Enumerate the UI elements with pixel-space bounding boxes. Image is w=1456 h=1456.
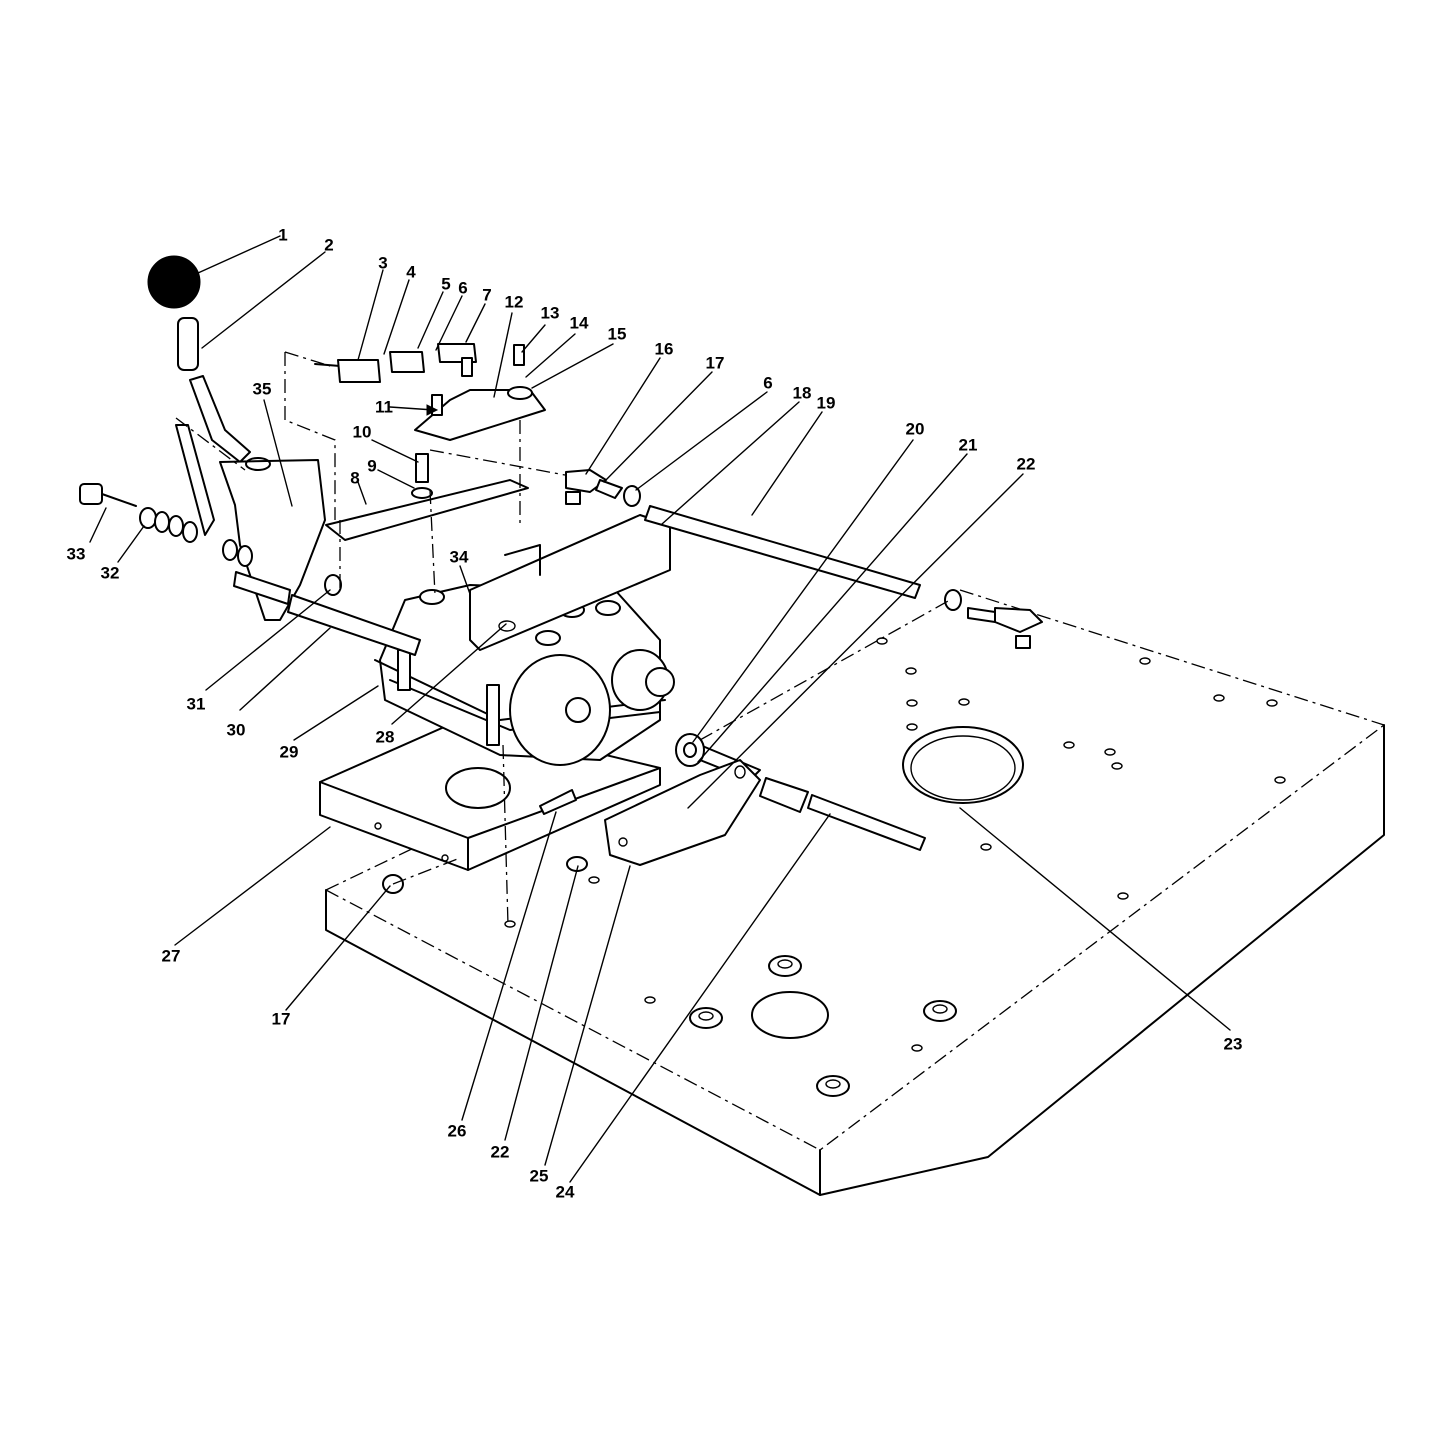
callout-8: 8	[350, 468, 360, 488]
callout-7: 7	[482, 285, 492, 305]
pivot-bolt	[79, 483, 253, 567]
callout-6: 6	[458, 278, 468, 298]
callout-4: 4	[406, 262, 416, 282]
callout-13: 13	[540, 303, 560, 323]
callout-22b: 22	[490, 1142, 510, 1162]
callout-30: 30	[226, 720, 246, 740]
callout-21: 21	[958, 435, 978, 455]
callout-5: 5	[441, 274, 451, 294]
clevis-linkage	[314, 343, 477, 383]
shift-lever	[147, 255, 326, 621]
top-bracket	[469, 514, 671, 651]
callout-3: 3	[378, 253, 388, 273]
deck-plate	[325, 589, 1385, 1196]
idler-bracket	[604, 759, 761, 866]
callout-23: 23	[1223, 1034, 1243, 1054]
shaft-30	[287, 594, 421, 656]
leader-lines	[89, 235, 1231, 1183]
callout-12: 12	[504, 292, 524, 312]
callout-34: 34	[449, 547, 469, 567]
callout-28: 28	[375, 727, 395, 747]
callout-2: 2	[324, 235, 334, 255]
callout-11: 11	[375, 397, 393, 417]
callout-29: 29	[279, 742, 299, 762]
callout-35: 35	[252, 379, 272, 399]
pin-24	[807, 794, 926, 851]
deck-boss	[689, 955, 957, 1097]
callout-24: 24	[555, 1182, 575, 1202]
callout-9: 9	[367, 456, 377, 476]
deck-holes	[504, 637, 1286, 1052]
callout-22: 22	[1016, 454, 1036, 474]
callout-32: 32	[100, 563, 120, 583]
callout-27: 27	[161, 946, 181, 966]
callout-16: 16	[654, 339, 674, 359]
transmission	[374, 584, 675, 926]
callout-17b: 17	[271, 1009, 291, 1029]
callout-26: 26	[447, 1121, 467, 1141]
callout-17: 17	[705, 353, 725, 373]
shift-plate	[325, 479, 529, 541]
callout-10: 10	[352, 422, 372, 442]
callout-19: 19	[816, 393, 836, 413]
callout-14: 14	[569, 313, 589, 333]
callout-33: 33	[66, 544, 86, 564]
callout-1: 1	[278, 225, 288, 245]
callout-15: 15	[607, 324, 627, 344]
callout-31: 31	[186, 694, 206, 714]
callout-18: 18	[792, 383, 812, 403]
callout-20: 20	[905, 419, 925, 439]
callout-6b: 6	[763, 373, 773, 393]
shaft-19	[644, 505, 921, 599]
callout-25: 25	[529, 1166, 549, 1186]
